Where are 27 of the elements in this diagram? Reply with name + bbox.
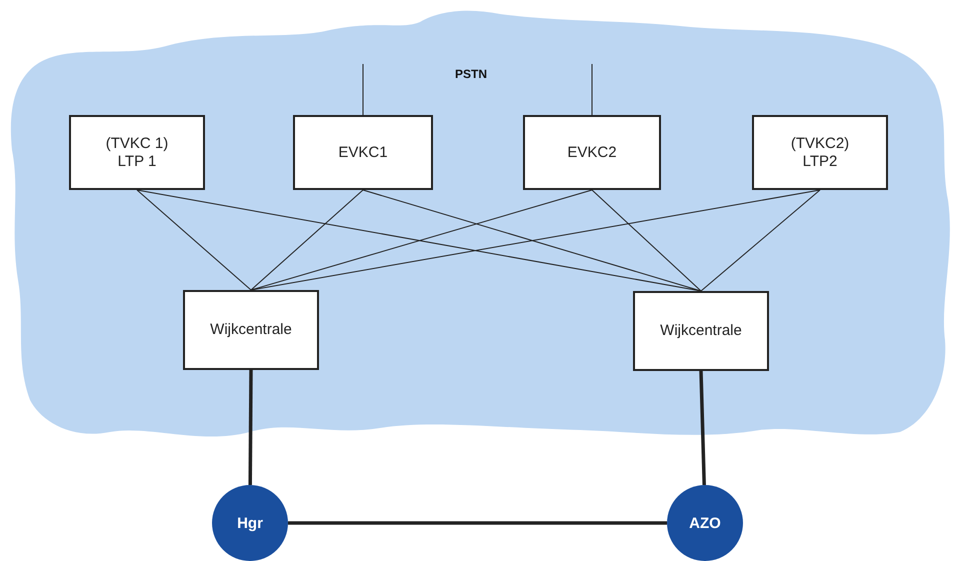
connector-line bbox=[250, 190, 364, 290]
connector-line bbox=[136, 190, 702, 292]
connector-line bbox=[136, 190, 252, 290]
connector-line bbox=[362, 190, 702, 292]
box-label: (TVKC2) LTP2 bbox=[790, 134, 850, 170]
node-label: Hgr bbox=[237, 514, 263, 532]
exchange-box bbox=[183, 290, 319, 370]
exchange-box bbox=[69, 115, 205, 190]
connector-line bbox=[288, 521, 667, 525]
box-label: (TVKC 1) LTP 1 bbox=[104, 134, 170, 170]
box-label: EVKC2 bbox=[567, 144, 617, 162]
cloud-label: PSTN bbox=[455, 67, 488, 81]
connector-line bbox=[700, 190, 820, 292]
connector-line bbox=[250, 190, 820, 290]
connector-line bbox=[362, 64, 364, 116]
box-label: Wijkcentrale bbox=[210, 321, 292, 339]
connector-line bbox=[250, 190, 592, 290]
connector-line bbox=[592, 190, 702, 292]
box-label: Wijkcentrale bbox=[660, 322, 742, 340]
exchange-box bbox=[752, 115, 888, 190]
box-label: EVKC1 bbox=[338, 144, 388, 162]
node-label: AZO bbox=[689, 514, 721, 532]
exchange-box bbox=[523, 115, 661, 190]
connector-line bbox=[699, 370, 706, 486]
exchange-box bbox=[633, 291, 769, 371]
connector-line bbox=[248, 370, 253, 486]
exchange-box bbox=[293, 115, 433, 190]
